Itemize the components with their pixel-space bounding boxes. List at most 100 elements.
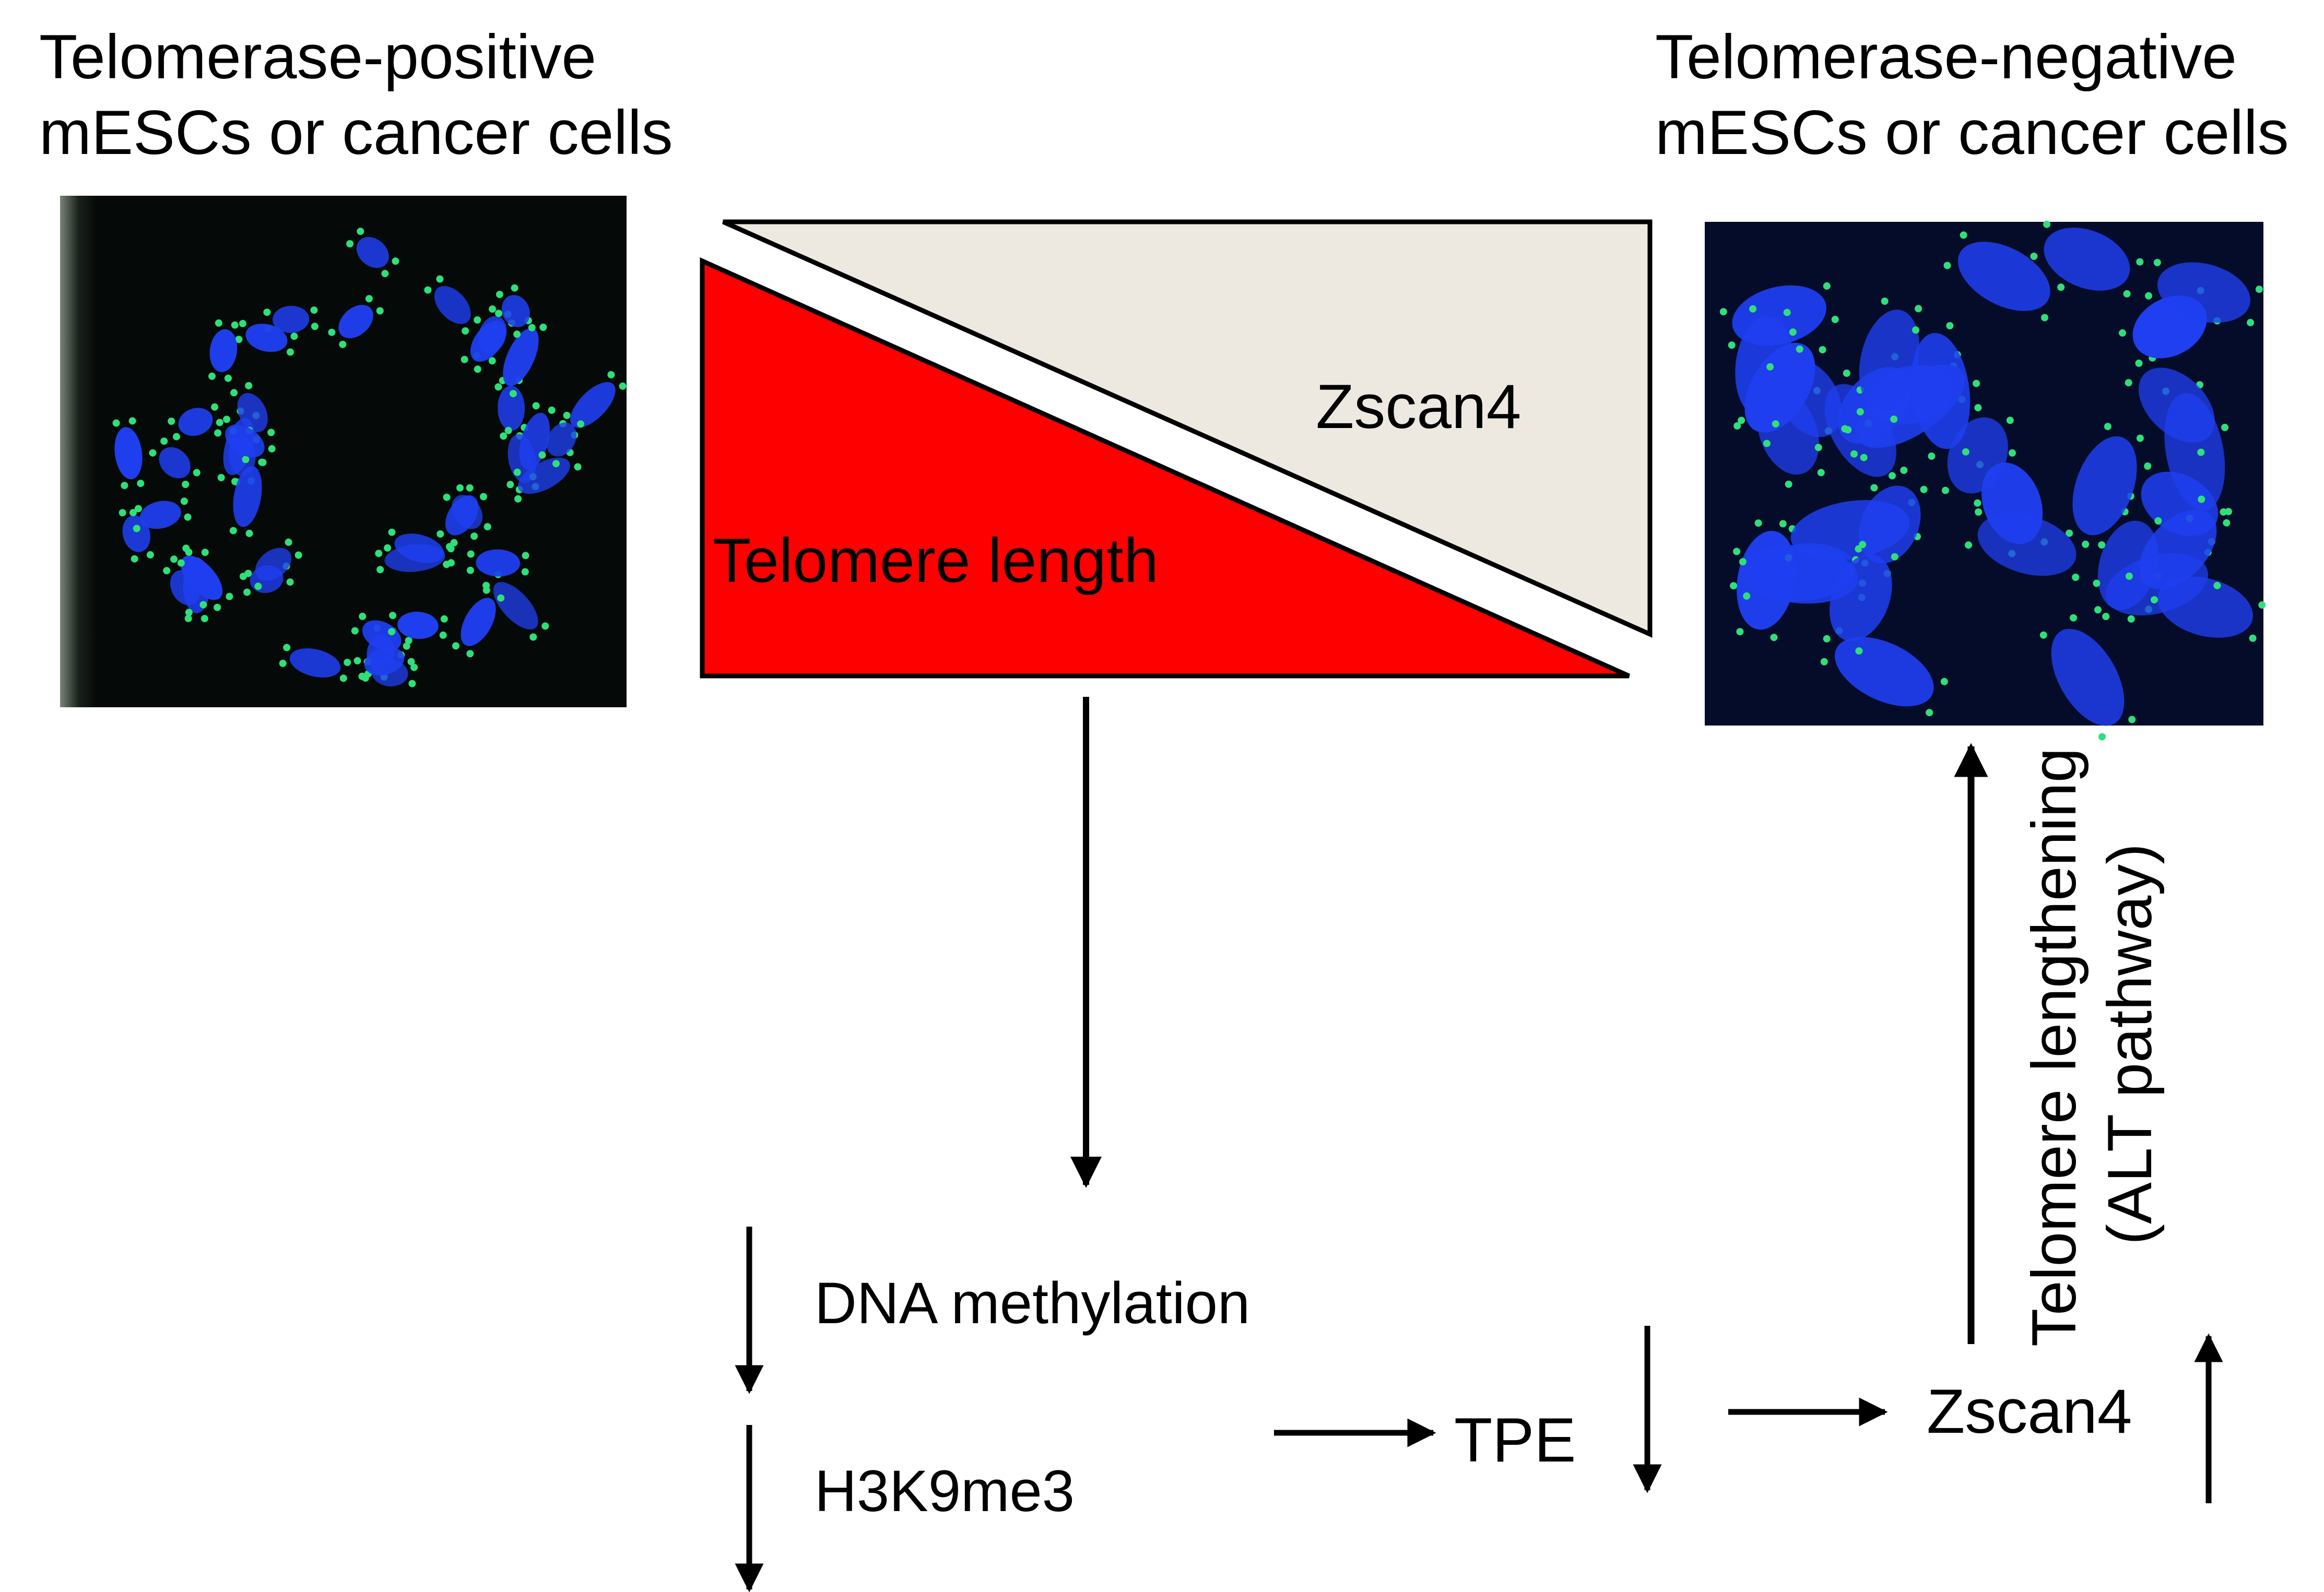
telomere-signal-dot <box>239 319 246 327</box>
telomere-signal-dot <box>529 633 537 641</box>
telomere-signal-dot <box>483 523 491 531</box>
chromosome-blob <box>434 286 471 324</box>
telomere-signal-dot <box>496 291 503 299</box>
chromosome-blob <box>362 620 402 651</box>
chromosome-blob <box>476 549 521 577</box>
telomere-signal-dot <box>170 555 178 563</box>
telomere-signal-dot <box>1820 658 1828 666</box>
telomere-signal-dot <box>1941 486 1949 494</box>
telomere-signal-dot <box>466 650 474 658</box>
chromosome-blob <box>2051 628 2125 726</box>
telomere-signal-dot <box>310 306 318 314</box>
chromosome-blob <box>394 533 444 563</box>
telomere-signal-dot <box>2144 462 2152 470</box>
telomere-signal-dot <box>285 538 292 546</box>
telomere-signal-dot <box>1928 452 1936 460</box>
telomere-signal-dot <box>1733 548 1741 555</box>
chromosome-blob <box>245 324 288 352</box>
telomere-signal-dot <box>381 270 389 278</box>
telomere-signal-dot <box>1926 709 1933 717</box>
telomere-signal-dot <box>574 463 582 471</box>
telomere-signal-dot <box>1772 420 1779 428</box>
telomere-signal-dot <box>119 509 126 517</box>
telomere-signal-dot <box>482 586 490 594</box>
telomere-signal-dot <box>1763 439 1771 447</box>
telomere-signal-dot <box>1796 345 1803 353</box>
telomere-signal-dot <box>466 484 474 492</box>
telomere-signal-dot <box>443 561 451 568</box>
telomere-signal-dot <box>1785 480 1792 488</box>
telomere-signal-dot <box>211 403 219 411</box>
telomere-signal-dot <box>2151 596 2158 604</box>
chromosome-blob <box>461 598 496 646</box>
chromosome-blob <box>493 582 538 630</box>
telomere-signal-dot <box>2136 258 2144 266</box>
telomere-signal-dot <box>450 539 458 546</box>
telomere-signal-dot <box>1754 519 1762 527</box>
telomere-signal-dot <box>2125 572 2133 580</box>
telomere-signal-dot <box>311 323 318 330</box>
telomere-signal-dot <box>286 578 294 586</box>
telomere-signal-dot <box>1943 262 1951 269</box>
telomere-signal-dot <box>2119 329 2126 337</box>
telomere-signal-dot <box>495 310 503 317</box>
telomere-signal-dot <box>243 588 251 596</box>
telomere-signal-dot <box>1730 582 1738 590</box>
telomere-signal-dot <box>2082 540 2090 548</box>
chromosome-blob <box>452 495 483 529</box>
chromosome-blob <box>364 647 405 676</box>
telomere-signal-dot <box>513 330 521 338</box>
telomere-signal-dot <box>1779 520 1787 528</box>
telomere-signal-dot <box>1891 553 1898 561</box>
telomere-signal-dot <box>577 420 585 428</box>
telomere-signal-dot <box>1736 628 1744 636</box>
telomere-signal-dot <box>405 637 412 645</box>
telomere-signal-dot <box>462 327 469 335</box>
telomere-signal-dot <box>2197 448 2205 456</box>
telomere-signal-dot <box>436 275 444 283</box>
telomere-signal-dot <box>2213 581 2221 589</box>
telomere-signal-dot <box>522 552 529 560</box>
telomere-signal-dot <box>294 551 302 559</box>
telomere-signal-dot <box>376 566 384 574</box>
chromosome-blob <box>1859 310 1920 411</box>
telomere-signal-dot <box>146 551 154 559</box>
telomere-signal-dot <box>2145 292 2152 300</box>
h3k9me3-label: H3K9me3 <box>815 1458 1075 1524</box>
dna-methylation-label: DNA methylation <box>815 1270 1250 1336</box>
telomere-signal-dot <box>408 680 416 687</box>
telomere-signal-dot <box>229 527 237 534</box>
chromosome-blob <box>397 611 439 639</box>
chromosome-blob <box>501 295 530 327</box>
telomere-signal-dot <box>182 481 190 488</box>
telomere-signal-dot <box>1817 469 1825 477</box>
telomere-signal-dot <box>242 456 250 464</box>
telomere-signal-dot <box>1946 322 1954 329</box>
telomere-signal-dot <box>461 355 468 363</box>
chromosome-blob <box>273 305 310 333</box>
telomere-signal-dot <box>521 568 529 576</box>
chromosome-blob <box>255 548 292 581</box>
telomere-signal-dot <box>1739 558 1747 566</box>
telomere-signal-dot <box>128 417 136 425</box>
telomere-signal-dot <box>216 419 223 426</box>
telomere-signal-dot <box>1860 454 1868 461</box>
chromosome-blob <box>1957 242 2050 311</box>
telomere-signal-dot <box>1770 634 1778 641</box>
telomere-signal-dot <box>2223 519 2231 527</box>
telomere-signal-dot <box>497 594 505 602</box>
telomere-length-label: Telomere length <box>713 526 1159 596</box>
chromosome-blob <box>2044 228 2130 291</box>
telomere-signal-dot <box>1850 450 1858 458</box>
telomere-signal-dot <box>506 481 514 489</box>
telomere-signal-dot <box>1733 422 1741 430</box>
telomerase-positive-micrograph <box>60 196 627 707</box>
telomere-signal-dot <box>1889 472 1896 480</box>
telomere-signal-dot <box>208 372 216 380</box>
telomere-signal-dot <box>268 445 276 453</box>
telomere-signal-dot <box>437 530 444 538</box>
telomere-signal-dot <box>424 286 432 294</box>
telomere-signal-dot <box>235 336 243 343</box>
zscan4-label: Zscan4 <box>1927 1376 2132 1446</box>
telomere-signal-dot <box>1965 541 1972 549</box>
